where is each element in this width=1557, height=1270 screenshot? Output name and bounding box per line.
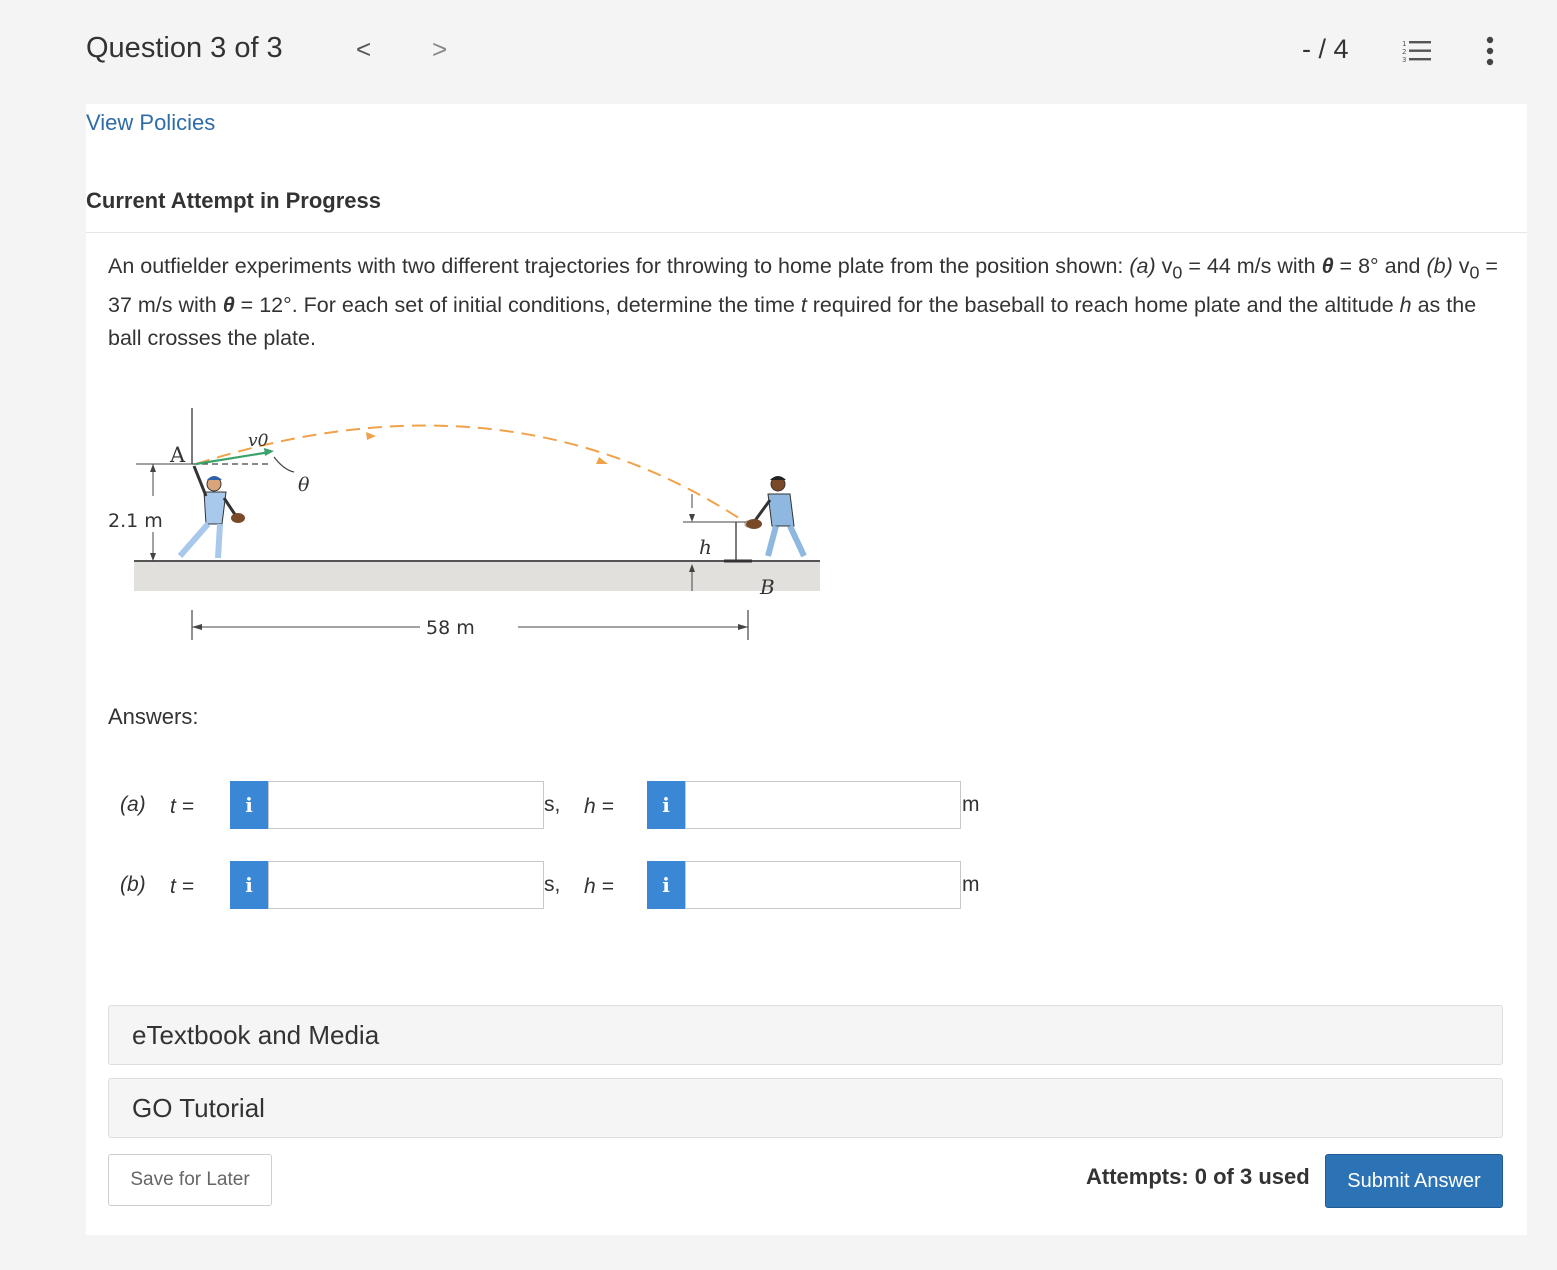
h-unit: m (962, 873, 980, 896)
outfielder-figure (177, 465, 245, 559)
go-tutorial-label: GO Tutorial (132, 1093, 265, 1123)
part-label: (b) (120, 873, 146, 896)
t-label: t = (170, 795, 194, 818)
t-answer-input-b[interactable] (268, 861, 544, 909)
question-title: Question 3 of 3 (86, 32, 283, 64)
more-options-icon[interactable] (1482, 36, 1498, 66)
h-unit: m (962, 793, 980, 816)
svg-text:2: 2 (1402, 48, 1406, 56)
label-a: A (169, 443, 186, 467)
answer-row-a: (a) t = i s, h = i m (86, 781, 1086, 831)
h-info-icon[interactable]: i (647, 861, 685, 909)
h-answer-input-b[interactable] (685, 861, 961, 909)
trajectory-figure: A v0 θ 2.1 m h B 58 m (108, 408, 820, 640)
label-distance: 58 m (426, 617, 475, 639)
t-answer-input-a[interactable] (268, 781, 544, 829)
go-tutorial-section[interactable]: GO Tutorial (108, 1078, 1503, 1138)
h-answer-input-a[interactable] (685, 781, 961, 829)
etextbook-media-label: eTextbook and Media (132, 1020, 380, 1050)
question-card: View Policies Current Attempt in Progres… (86, 104, 1527, 1235)
previous-question-chevron-icon[interactable]: < (356, 34, 372, 64)
divider (86, 232, 1527, 233)
h-label: h = (584, 795, 614, 818)
t-unit: s, (544, 873, 561, 896)
save-for-later-button[interactable]: Save for Later (108, 1154, 272, 1206)
t-info-icon[interactable]: i (230, 781, 268, 829)
t-label: t = (170, 875, 194, 898)
answers-label: Answers: (108, 704, 199, 729)
label-h: h (699, 535, 712, 559)
attempt-heading: Current Attempt in Progress (86, 188, 382, 213)
top-bar: Question 3 of 3 < > - / 4 1 2 3 (0, 0, 1557, 104)
label-b: B (759, 575, 775, 599)
attempts-counter: Attempts: 0 of 3 used (1086, 1164, 1310, 1189)
catcher-figure (746, 476, 807, 558)
problem-statement: An outfielder experiments with two diffe… (108, 254, 1498, 351)
question-list-icon[interactable]: 1 2 3 (1402, 38, 1432, 64)
next-question-chevron-icon[interactable]: > (432, 34, 448, 64)
part-label: (a) (120, 793, 146, 816)
submit-answer-button[interactable]: Submit Answer (1325, 1154, 1503, 1208)
view-policies-link[interactable]: View Policies (86, 110, 216, 135)
question-score: - / 4 (1302, 34, 1349, 64)
h-label: h = (584, 875, 614, 898)
label-theta: θ (298, 474, 310, 496)
svg-text:1: 1 (1402, 40, 1406, 48)
label-height: 2.1 m (108, 510, 163, 532)
t-info-icon[interactable]: i (230, 861, 268, 909)
answer-row-b: (b) t = i s, h = i m (86, 861, 1086, 911)
svg-text:3: 3 (1402, 56, 1406, 64)
etextbook-media-section[interactable]: eTextbook and Media (108, 1005, 1503, 1065)
t-unit: s, (544, 793, 561, 816)
h-info-icon[interactable]: i (647, 781, 685, 829)
label-v0: v0 (248, 431, 269, 451)
